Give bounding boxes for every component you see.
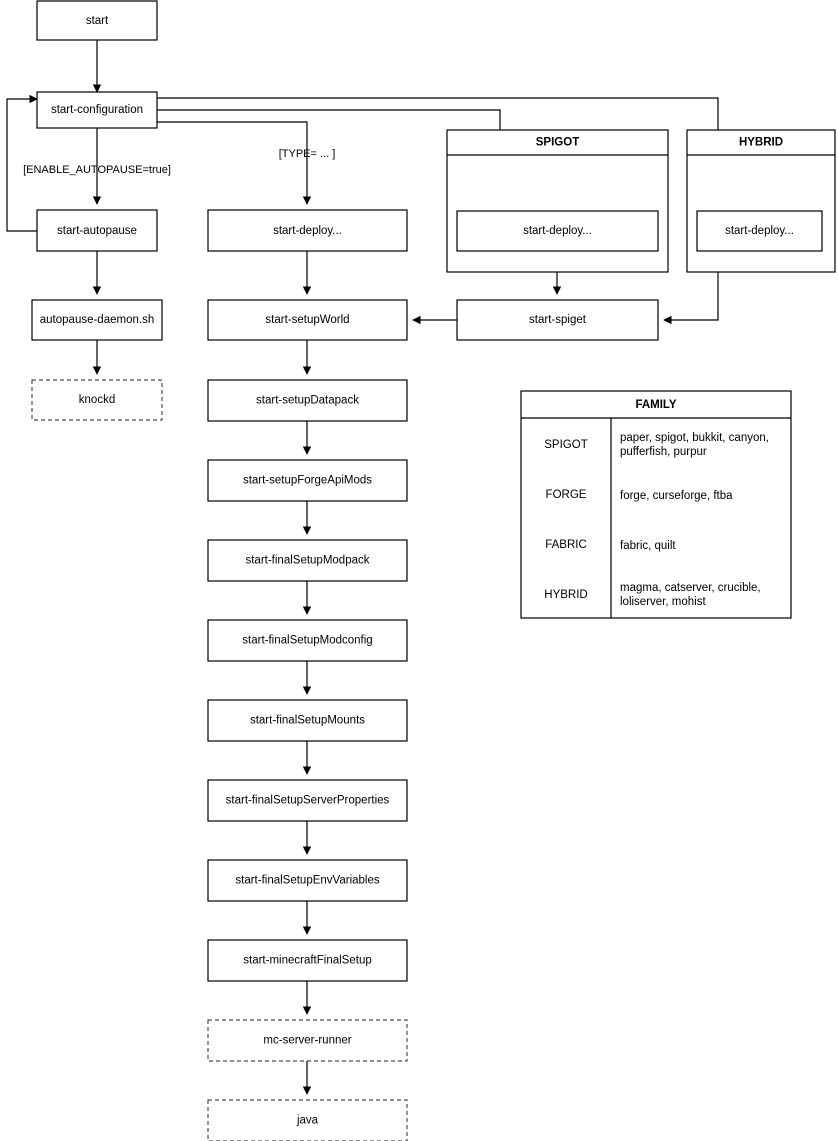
node-start-deploy-spigot-box[interactable] xyxy=(456,210,659,252)
family-table-row-value-line1: forge, curseforge, ftba xyxy=(620,490,733,502)
node-start-deploy-main[interactable]: start-deploy... xyxy=(207,209,408,252)
node-start-spiget[interactable]: start-spiget xyxy=(456,299,659,341)
node-knockd-box[interactable] xyxy=(31,379,163,421)
family-table-row-value-line1: fabric, quilt xyxy=(620,540,676,552)
family-table-row-value-line1: magma, catserver, crucible, xyxy=(620,582,761,594)
edge-labels: [ENABLE_AUTOPAUSE=true] [TYPE= ... ] xyxy=(23,148,335,176)
node-start-finalsetupserverproperties-box[interactable] xyxy=(207,779,408,822)
node-java[interactable]: java xyxy=(207,1099,408,1141)
family-table-row-value-line2: loliserver, mohist xyxy=(620,596,706,608)
node-start-setupforgeapimods-box[interactable] xyxy=(207,459,408,502)
node-start-deploy-main-box[interactable] xyxy=(207,209,408,252)
node-start-finalsetupenvvariables-box[interactable] xyxy=(207,859,408,902)
family-table-title: FAMILY xyxy=(635,399,676,411)
node-start-finalsetupmounts-box[interactable] xyxy=(207,699,408,742)
node-start-spiget-label: start-spiget xyxy=(529,314,587,326)
node-start-setupdatapack-box[interactable] xyxy=(207,379,408,422)
node-start-setupworld-box[interactable] xyxy=(207,299,408,341)
node-start-configuration-label: start-configuration xyxy=(51,104,143,116)
group-spigot-title: SPIGOT xyxy=(536,137,579,149)
node-start-box[interactable] xyxy=(36,0,158,41)
node-start-autopause[interactable]: start-autopause xyxy=(36,209,158,252)
node-mc-server-runner-box[interactable] xyxy=(207,1019,408,1062)
edge-deploy-hybrid-to-spiget xyxy=(663,251,719,325)
node-start-spiget-box[interactable] xyxy=(456,299,659,341)
node-start-setupworld[interactable]: start-setupWorld xyxy=(207,299,408,341)
node-start-finalsetupmodpack-label: start-finalSetupModpack xyxy=(245,555,369,567)
node-start-label: start xyxy=(86,15,109,27)
node-start-minecraftfinalsetup-label: start-minecraftFinalSetup xyxy=(243,955,371,967)
edge-label-enable-autopause: [ENABLE_AUTOPAUSE=true] xyxy=(23,164,171,176)
node-start-setupdatapack-label: start-setupDatapack xyxy=(256,395,359,407)
node-start-finalsetupmodconfig[interactable]: start-finalSetupModconfig xyxy=(207,619,408,662)
edge-label-type: [TYPE= ... ] xyxy=(279,148,336,160)
node-start-setupdatapack[interactable]: start-setupDatapack xyxy=(207,379,408,422)
family-table: FAMILY SPIGOT paper, spigot, bukkit, can… xyxy=(520,390,792,619)
node-mc-server-runner-label: mc-server-runner xyxy=(263,1035,351,1047)
family-table-row-value-line2: pufferfish, purpur xyxy=(620,446,707,458)
node-start-finalsetupmodconfig-box[interactable] xyxy=(207,619,408,662)
node-start-finalsetupserverproperties-label: start-finalSetupServerProperties xyxy=(226,795,390,807)
node-mc-server-runner[interactable]: mc-server-runner xyxy=(207,1019,408,1062)
node-start-setupforgeapimods-label: start-setupForgeApiMods xyxy=(243,475,372,487)
node-start-deploy-spigot[interactable]: start-deploy... xyxy=(456,210,659,252)
node-start-autopause-label: start-autopause xyxy=(57,225,137,237)
node-start-finalsetupmodpack-box[interactable] xyxy=(207,539,408,582)
node-start-deploy-hybrid-label: start-deploy... xyxy=(725,225,794,237)
edge-configuration-to-deploy-main xyxy=(157,121,312,205)
node-start-finalsetupmounts-label: start-finalSetupMounts xyxy=(250,715,365,727)
node-autopause-daemon-box[interactable] xyxy=(31,299,163,341)
node-java-label: java xyxy=(296,1115,319,1127)
edges xyxy=(6,40,723,1095)
node-start[interactable]: start xyxy=(36,0,158,41)
node-start-minecraftfinalsetup-box[interactable] xyxy=(207,939,408,982)
node-start-setupworld-label: start-setupWorld xyxy=(265,314,349,326)
node-autopause-daemon-label: autopause-daemon.sh xyxy=(40,314,154,326)
family-table-row-key: FABRIC xyxy=(545,539,587,551)
node-start-configuration[interactable]: start-configuration xyxy=(36,91,158,129)
node-start-deploy-hybrid-box[interactable] xyxy=(696,210,823,252)
node-start-setupforgeapimods[interactable]: start-setupForgeApiMods xyxy=(207,459,408,502)
family-table-row-value-line1: paper, spigot, bukkit, canyon, xyxy=(620,432,769,444)
group-hybrid-title: HYBRID xyxy=(739,137,783,149)
node-start-deploy-main-label: start-deploy... xyxy=(273,225,342,237)
node-start-finalsetupmounts[interactable]: start-finalSetupMounts xyxy=(207,699,408,742)
node-autopause-daemon[interactable]: autopause-daemon.sh xyxy=(31,299,163,341)
family-table-row-key: HYBRID xyxy=(544,589,587,601)
node-knockd[interactable]: knockd xyxy=(31,379,163,421)
node-start-autopause-box[interactable] xyxy=(36,209,158,252)
node-start-finalsetupenvvariables[interactable]: start-finalSetupEnvVariables xyxy=(207,859,408,902)
family-table-box xyxy=(520,390,792,619)
node-start-finalsetupserverproperties[interactable]: start-finalSetupServerProperties xyxy=(207,779,408,822)
node-start-deploy-hybrid[interactable]: start-deploy... xyxy=(696,210,823,252)
edge-autopause-loop-to-configuration xyxy=(6,94,38,232)
node-start-deploy-spigot-label: start-deploy... xyxy=(523,225,592,237)
node-start-minecraftfinalsetup[interactable]: start-minecraftFinalSetup xyxy=(207,939,408,982)
node-start-finalsetupmodconfig-label: start-finalSetupModconfig xyxy=(242,635,372,647)
family-table-row-key: SPIGOT xyxy=(544,439,587,451)
family-table-row-key: FORGE xyxy=(546,489,587,501)
node-start-configuration-box[interactable] xyxy=(36,91,158,129)
node-start-finalsetupmodpack[interactable]: start-finalSetupModpack xyxy=(207,539,408,582)
node-start-finalsetupenvvariables-label: start-finalSetupEnvVariables xyxy=(235,875,379,887)
node-knockd-label: knockd xyxy=(79,394,115,406)
node-java-box[interactable] xyxy=(207,1099,408,1141)
